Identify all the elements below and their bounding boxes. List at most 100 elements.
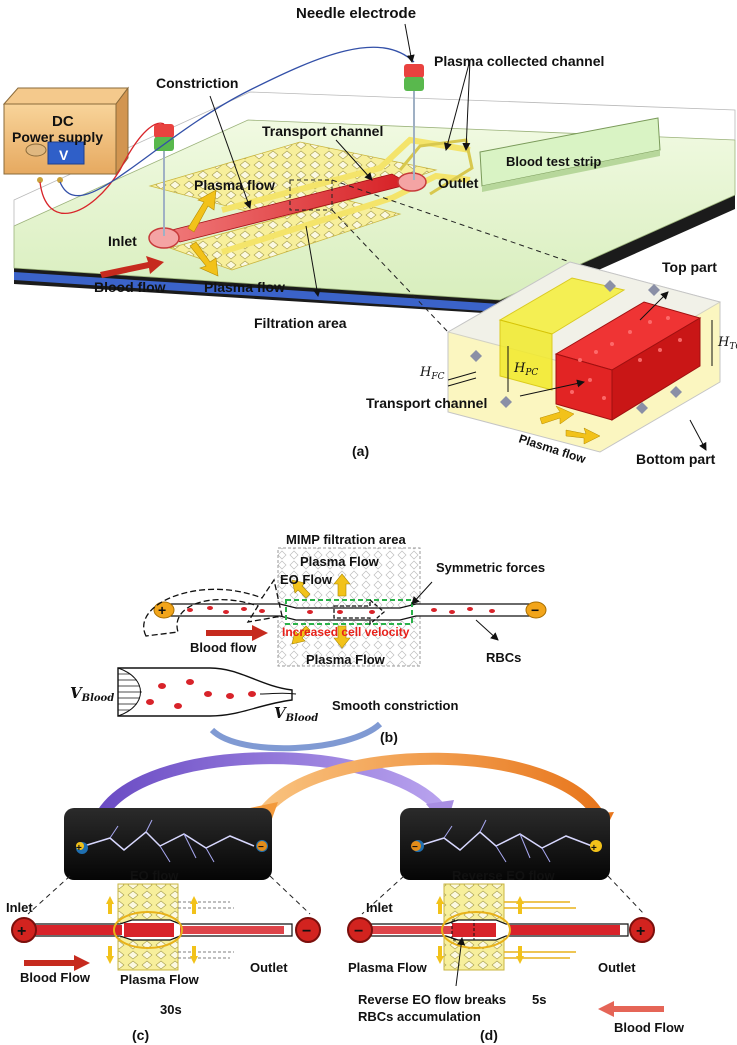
- minus-sign-box-c: −: [258, 842, 264, 853]
- dc-power-supply: DC Power supply V: [2, 86, 129, 183]
- plasma-side-channel-top: [221, 136, 471, 213]
- chip-blue-side: [14, 272, 500, 312]
- blood-flow-arrow-b: [206, 625, 268, 641]
- dashed-center-arrow: [333, 598, 385, 626]
- transport-channel-label: Transport channel: [262, 123, 383, 139]
- outlet-reservoir: [397, 172, 427, 192]
- h-fc-label: HFC: [419, 365, 445, 382]
- top-part-label: Top part: [662, 259, 717, 275]
- outlet-label-c: Outlet: [250, 960, 288, 975]
- caption-b: (b): [380, 729, 398, 745]
- zoom-region-box: [289, 179, 333, 211]
- orange-arc-arrow: [259, 752, 606, 822]
- blood-flow-arrow: [100, 256, 164, 278]
- mimp-filtration-area-box: [277, 547, 421, 667]
- blood-flow-label-b: Blood flow: [190, 640, 257, 655]
- plasma-flow-top-label-b: Plasma Flow: [300, 554, 380, 569]
- needle-electrode-label: Needle electrode: [296, 5, 416, 22]
- inset-pillars: [470, 280, 682, 414]
- constriction-label: Constriction: [156, 75, 238, 91]
- eo-flow-label-b: EO Flow: [280, 572, 333, 587]
- transport-channel-inset-label: Transport channel: [366, 395, 487, 411]
- plasma-arrow-up-b: [333, 573, 351, 597]
- inlet-label-d: Inlet: [366, 900, 393, 915]
- rbc-dots-b: [187, 606, 495, 614]
- plasma-arrow-down-b: [333, 625, 351, 649]
- lightning-panel-c: + −: [64, 808, 272, 880]
- minus-sign-b: −: [531, 602, 539, 618]
- time-label-d: 5s: [532, 992, 546, 1007]
- smooth-constriction-funnel: [117, 667, 297, 717]
- zoom-lines-cd: [27, 875, 645, 915]
- v-blood-left-base: V: [70, 684, 83, 702]
- left-electrode-b: +: [153, 601, 175, 619]
- v-blood-left-sub: Blood: [81, 693, 115, 704]
- plus-sign-box-d: +: [591, 843, 597, 854]
- inlet-label-c: Inlet: [6, 900, 33, 915]
- minus-sign-d: −: [354, 923, 363, 940]
- v-blood-left-label: VBlood: [70, 684, 114, 704]
- right-electrode-b: −: [525, 601, 547, 619]
- blood-flow-label-d: Blood Flow: [614, 1020, 685, 1035]
- plasma-flow-bottom-label: Plasma flow: [204, 279, 285, 295]
- symmetric-forces-label: Symmetric forces: [436, 560, 545, 575]
- plasma-flow-label-d: Plasma Flow: [348, 960, 428, 975]
- blood-flow-label: Blood flow: [94, 279, 166, 295]
- rbcs-label: RBCs: [486, 650, 521, 665]
- v-blood-right-base: V: [274, 704, 287, 722]
- eo-arrow-up-b: [291, 579, 311, 599]
- eo-arrow-down-b: [291, 625, 311, 645]
- voltmeter-symbol: V: [59, 147, 69, 163]
- h-fc-base: H: [419, 365, 432, 380]
- h-tc-sub: TC: [729, 342, 737, 352]
- v-blood-right-label: VBlood: [274, 704, 318, 724]
- blue-wire: [59, 46, 415, 197]
- plasma-collected-channel-label: Plasma collected channel: [434, 53, 604, 69]
- plus-sign-d: +: [636, 923, 645, 940]
- increased-cell-velocity-label: Increased cell velocity: [282, 625, 410, 639]
- smooth-constriction-arrow: [209, 721, 383, 752]
- eo-flow-green-box: [285, 599, 413, 625]
- h-pc-base: H: [513, 361, 526, 376]
- power-supply-label-line2: Power supply: [12, 129, 103, 145]
- plasma-flow-label-c: Plasma Flow: [120, 972, 200, 987]
- panel-b: + −: [70, 532, 547, 752]
- chip-cover-outline: [13, 91, 736, 226]
- outlet-label-d: Outlet: [598, 960, 636, 975]
- plasma-flow-top-label: Plasma flow: [194, 177, 275, 193]
- eo-flow-label-c: EO flow: [130, 868, 179, 883]
- note-line2-d: RBCs accumulation: [358, 1009, 481, 1024]
- time-label-c: 30s: [160, 1002, 182, 1017]
- v-blood-right-sub: Blood: [285, 713, 319, 724]
- plasma-flow-arrow-up: [187, 189, 217, 233]
- h-pc-sub: PC: [524, 368, 538, 378]
- lightning-panel-d: − +: [400, 808, 610, 880]
- plasma-flow-bottom-label-b: Plasma Flow: [306, 652, 386, 667]
- caption-c: (c): [132, 1027, 149, 1043]
- outlet-label: Outlet: [438, 175, 479, 191]
- power-supply-label-line1: DC: [52, 113, 74, 130]
- filtration-area-label: Filtration area: [254, 315, 347, 331]
- channel-d: − +: [347, 883, 664, 1017]
- caption-a: (a): [352, 443, 369, 459]
- h-pc-label: HPC: [513, 361, 538, 378]
- reverse-eo-flow-label: Reverse EO flow: [452, 868, 555, 883]
- h-fc-sub: FC: [430, 372, 444, 382]
- plasma-flow-arrow-down: [189, 241, 219, 277]
- note-line1-d: Reverse EO flow breaks: [358, 992, 506, 1007]
- h-tc-base: H: [717, 335, 730, 350]
- minus-sign-box-d: −: [412, 842, 418, 853]
- h-tc-label: HTC: [717, 335, 737, 352]
- inlet-label: Inlet: [108, 233, 137, 249]
- plus-sign-c: +: [17, 923, 26, 940]
- blood-test-strip-edge: [482, 150, 660, 192]
- caption-d: (d): [480, 1027, 498, 1043]
- blood-test-strip-label: Blood test strip: [506, 154, 601, 169]
- inset-channel-block: [446, 261, 722, 453]
- smooth-constriction-label: Smooth constriction: [332, 698, 458, 713]
- plus-sign-box-c: +: [76, 843, 82, 854]
- bottom-part-label: Bottom part: [636, 451, 716, 467]
- mimp-filtration-area-label: MIMP filtration area: [286, 532, 406, 547]
- inset-rbc-dots: [570, 316, 682, 400]
